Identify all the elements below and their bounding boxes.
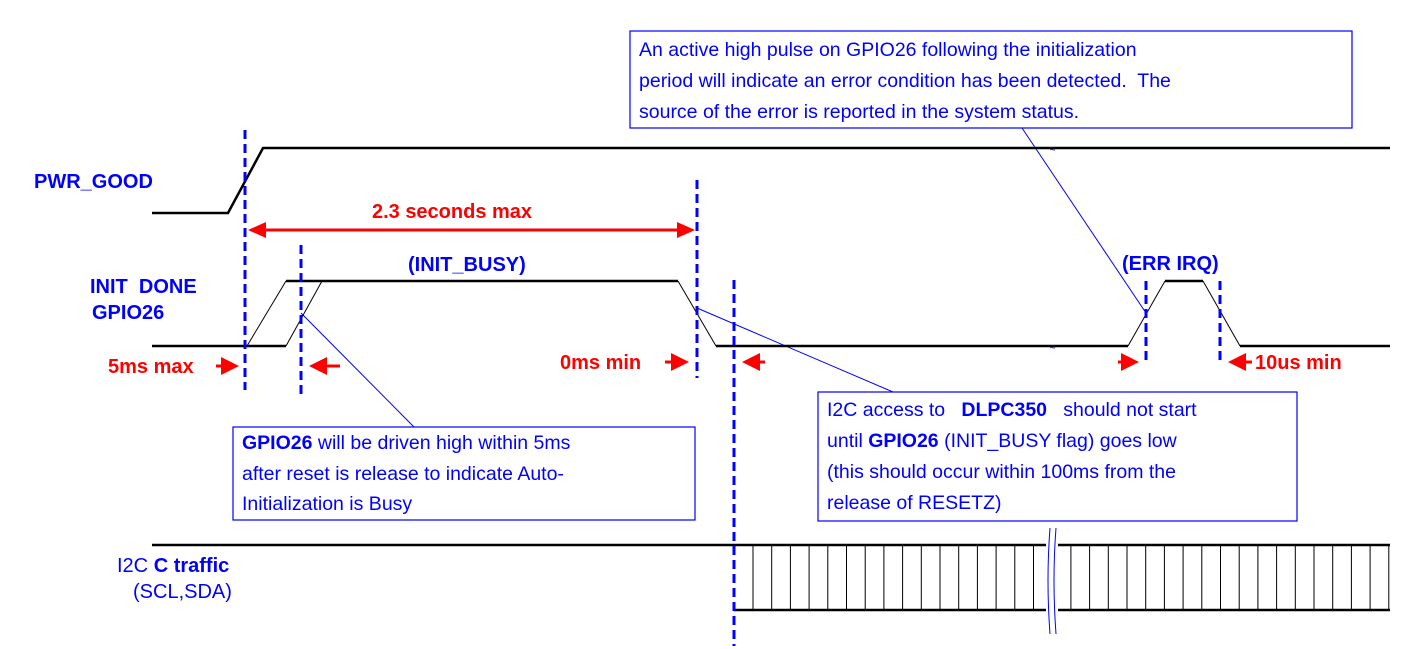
- gpio26-label: GPIO26: [92, 302, 164, 324]
- i2c-note-leader: [696, 307, 894, 393]
- error-note-line: source of the error is reported in the s…: [639, 101, 1079, 123]
- busy-low-label: 0ms min: [560, 352, 641, 374]
- gpio-note-leader: [300, 312, 415, 428]
- break-mark-icon: ≈: [1050, 342, 1056, 353]
- i2c-note-line: I2C access to DLPC350 should not start: [827, 399, 1197, 421]
- i2c-bold: C traffic: [154, 555, 230, 577]
- gpio-note-text: will be driven high within 5ms: [312, 432, 570, 454]
- i2c-note-box: [817, 391, 1298, 522]
- error-note-box: [629, 30, 1353, 129]
- i2c-note-line: (this should occur within 100ms from the: [827, 461, 1176, 483]
- gpio26-rise-early: [246, 280, 287, 347]
- gpio-note-box: [232, 426, 696, 521]
- gpio-note-line: Initialization is Busy: [242, 493, 412, 515]
- gpio-note-line: GPIO26 will be driven high within 5ms: [242, 432, 571, 454]
- gpio-note-line: after reset is release to indicate Auto-: [242, 463, 564, 485]
- reset-to-busy-label: 5ms max: [108, 356, 194, 378]
- i2c-note-text: should not start: [1047, 399, 1197, 421]
- init-done-label: INIT DONE: [90, 276, 197, 298]
- i2c-note-line: until GPIO26 (INIT_BUSY flag) goes low: [827, 430, 1178, 452]
- i2c-sub-label: (SCL,SDA): [133, 581, 232, 603]
- pwr-good-waveform: [152, 146, 1390, 215]
- i2c-note-text: (INIT_BUSY flag) goes low: [939, 430, 1178, 452]
- err-irq-label: (ERR IRQ): [1122, 253, 1219, 275]
- error-note-line: period will indicate an error condition …: [639, 70, 1171, 92]
- i2c-traffic-label: I2C C traffic: [117, 555, 229, 577]
- total-time-label: 2.3 seconds max: [372, 201, 532, 223]
- break-mark-icon: ≈: [1050, 144, 1056, 155]
- pwr-good-label: PWR_GOOD: [34, 171, 153, 193]
- i2c-note-line: release of RESETZ): [827, 492, 1001, 514]
- i2c-prefix: I2C: [117, 555, 154, 577]
- init-busy-label: (INIT_BUSY): [408, 254, 526, 276]
- i2c-note-text: until: [827, 430, 868, 452]
- i2c-note-text: I2C access to: [827, 399, 961, 421]
- gpio26-bold: GPIO26: [868, 430, 939, 452]
- error-note-leader: [1021, 127, 1147, 314]
- gpio26-rise-late: [285, 280, 323, 347]
- gpio26-bold: GPIO26: [242, 432, 313, 454]
- pulse-width-label: 10us min: [1255, 352, 1342, 374]
- break-mark-icon: [1047, 527, 1057, 635]
- dlpc350-bold: DLPC350: [961, 399, 1047, 421]
- i2c-traffic-ticks: [752, 545, 1390, 610]
- error-note-line: An active high pulse on GPIO26 following…: [639, 39, 1137, 61]
